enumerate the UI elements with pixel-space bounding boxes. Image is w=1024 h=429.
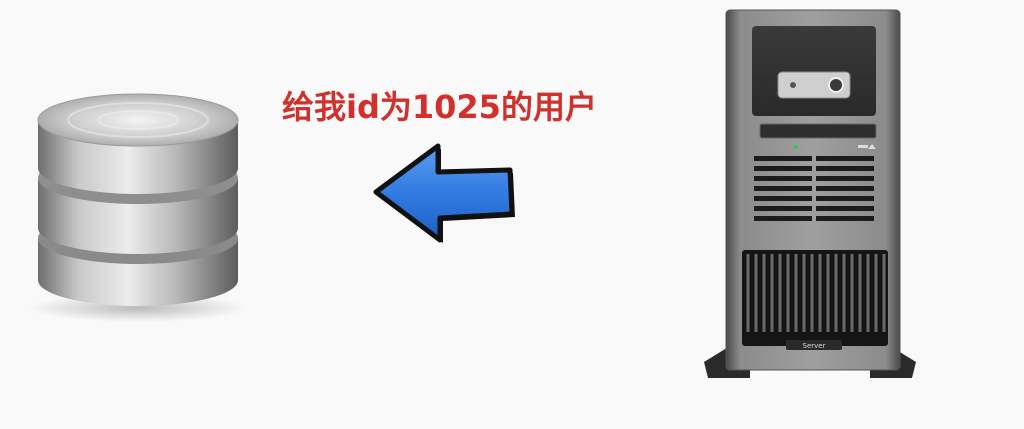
- server-tower-icon: Server: [690, 0, 930, 429]
- server-brand-label: Server: [803, 342, 826, 350]
- database-icon: [20, 70, 260, 330]
- request-label: 给我id为1025的用户: [282, 88, 597, 126]
- arrow-left-icon: [370, 140, 520, 250]
